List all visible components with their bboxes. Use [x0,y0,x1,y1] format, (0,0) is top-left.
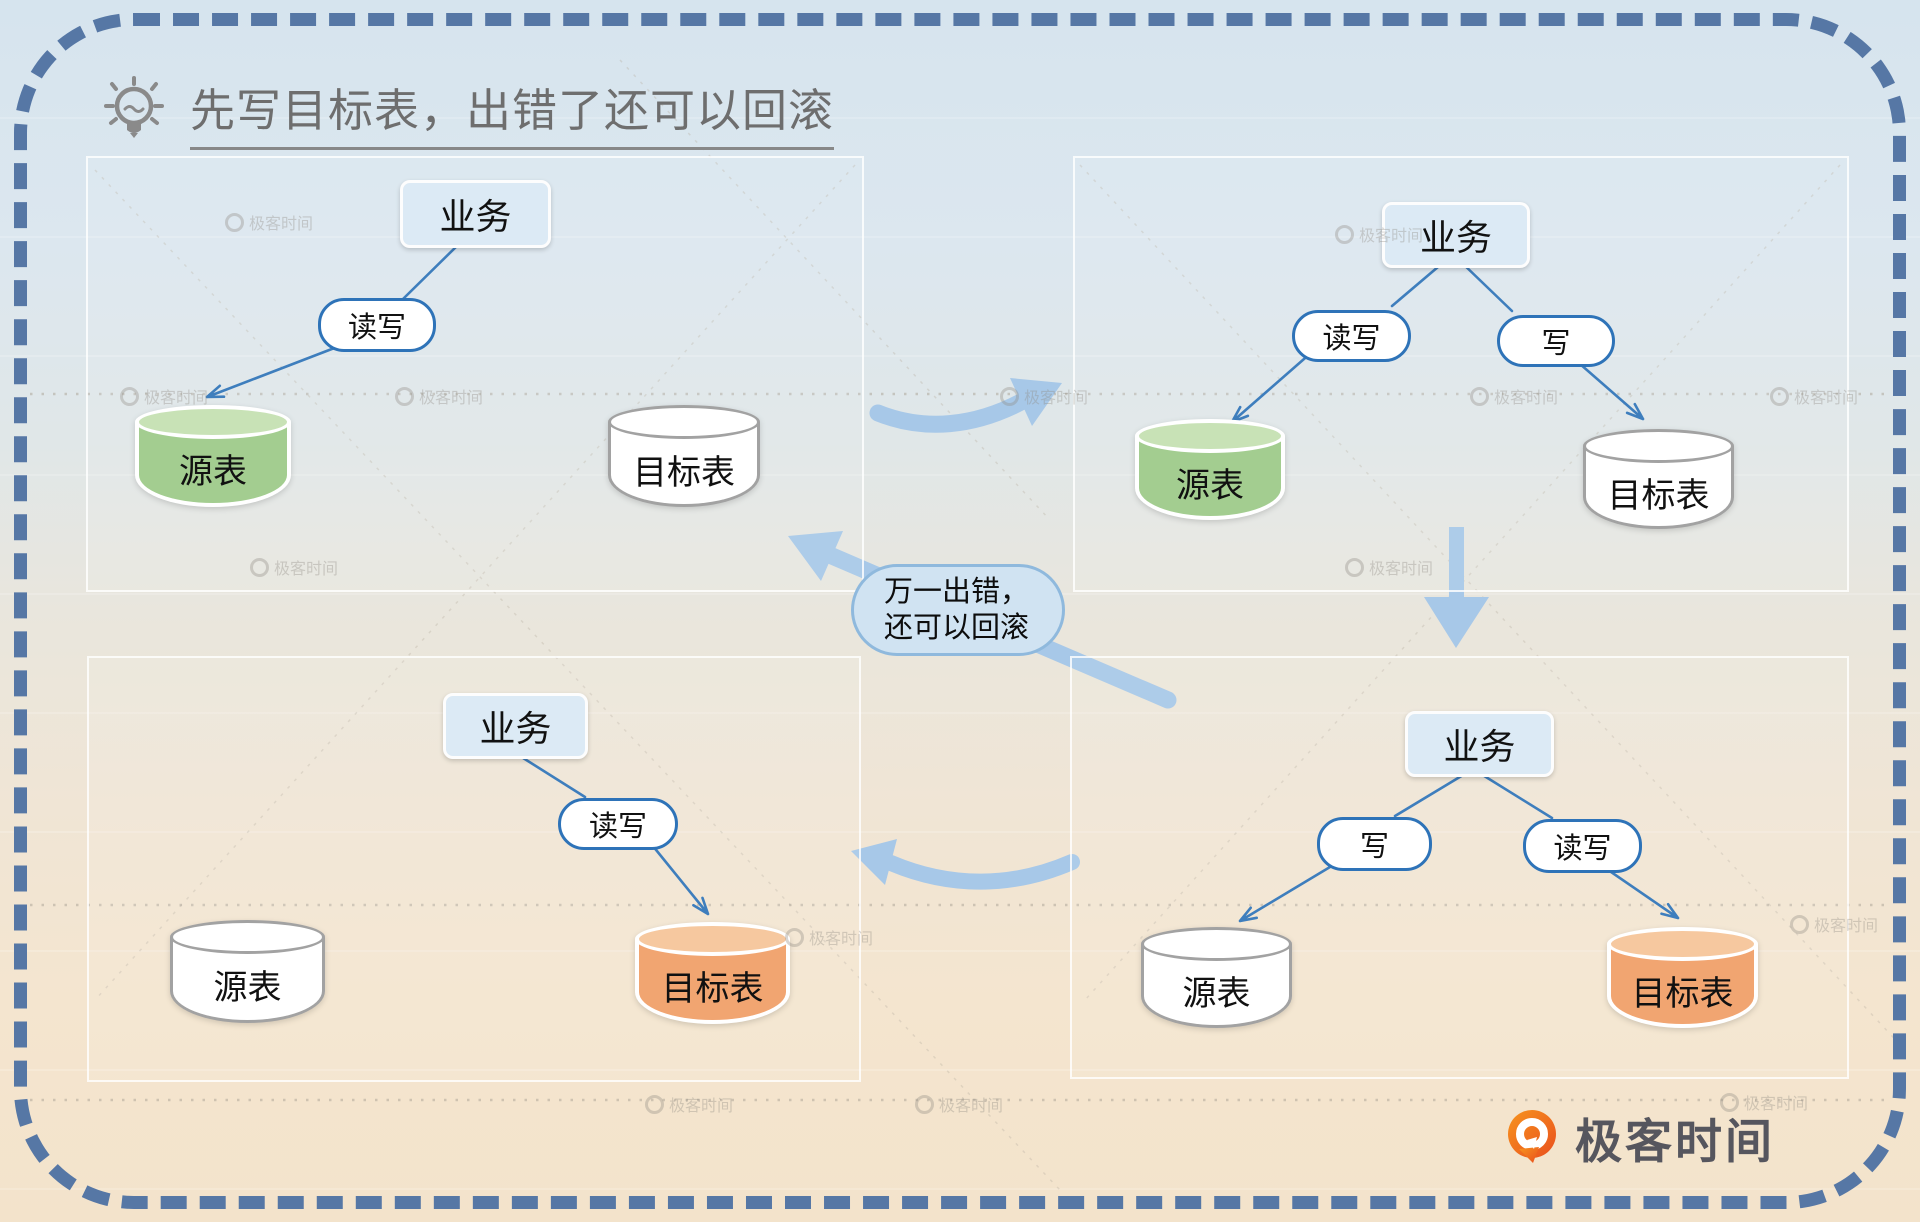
read-write-edge-label: 读写 [1523,819,1642,873]
geektime-logo-icon [1508,1109,1556,1163]
business-node: 业务 [1382,202,1530,268]
target-table-cylinder: 目标表 [1607,927,1758,1028]
source-table-label: 源表 [179,453,247,491]
page-title: 先写目标表，出错了还可以回滚 [190,74,835,150]
panel-initial-state: 业务 读写 源表 目标表 [86,156,864,592]
source-table-label: 源表 [213,969,282,1007]
lightbulb-icon [104,76,164,138]
panel-dual-write: 业务 读写 写 源表 目标表 [1073,156,1849,592]
business-label: 业务 [439,196,512,237]
arrow-top-left-to-top-right [869,378,1062,433]
source-table-cylinder: 源表 [1135,419,1285,520]
rollback-note: 万一出错， 还可以回滚 [851,564,1065,656]
read-write-edge-label: 读写 [1292,310,1411,362]
br-write-to-source-arrow [1238,859,1342,923]
write-edge-label: 写 [1497,315,1615,367]
business-label: 业务 [1419,217,1492,258]
target-table-label: 目标表 [633,453,735,492]
node-connectors [205,239,1680,923]
target-table-label: 目标表 [1607,476,1710,515]
arrow-bottom-right-to-bottom-left [851,839,1080,890]
tl-readwrite-to-source-arrow [205,340,352,399]
business-label: 业务 [479,708,552,749]
br-business-to-readwrite [1471,767,1554,820]
source-table-label: 源表 [1182,975,1251,1013]
read-write-edge-label: 读写 [558,798,678,850]
source-table-cylinder: 源表 [135,405,291,507]
geektime-logo-text: 极客时间 [1575,1115,1775,1168]
tl-business-to-readwrite [401,239,464,301]
target-table-cylinder: 目标表 [1583,429,1734,529]
source-table-cylinder: 源表 [1141,927,1292,1028]
write-edge-label: 写 [1317,817,1432,871]
tr-business-to-readwrite [1390,259,1447,308]
rollback-note-line2: 还可以回滚 [884,612,1030,644]
source-table-cylinder: 源表 [170,920,325,1023]
panel-final-state: 业务 读写 源表 目标表 [87,656,861,1082]
panel-switch-primary: 业务 写 读写 源表 目标表 [1070,656,1849,1079]
business-node: 业务 [1405,711,1554,777]
arrow-top-right-to-bottom-right [1424,527,1489,648]
target-table-label: 目标表 [1631,974,1734,1013]
source-table-label: 源表 [1176,466,1244,505]
business-node: 业务 [400,180,551,248]
rollback-note-line1: 万一出错， [884,576,1030,608]
tr-write-to-target-arrow [1570,355,1645,421]
target-table-label: 目标表 [661,970,764,1008]
target-table-cylinder: 目标表 [608,405,760,507]
dashed-frame [14,13,1906,1209]
tr-business-to-write [1458,259,1514,313]
target-table-cylinder: 目标表 [635,922,790,1024]
bl-readwrite-to-target-arrow [646,838,710,916]
geektime-logo: 极客时间 [1503,1103,1775,1172]
business-label: 业务 [1443,726,1516,767]
business-node: 业务 [443,693,588,759]
read-write-edge-label: 读写 [318,298,436,352]
